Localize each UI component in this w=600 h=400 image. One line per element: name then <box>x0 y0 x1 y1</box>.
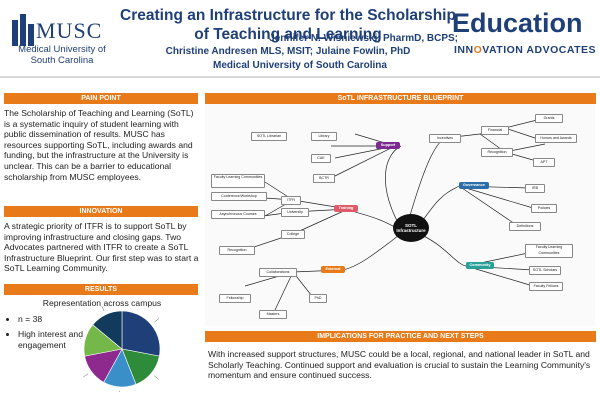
poster-title: Creating an Infrastructure for the Schol… <box>120 7 456 43</box>
blueprint-diagram: SOTL Infrastructure Support Training Ext… <box>205 104 595 326</box>
node-financial: Financial <box>481 126 509 135</box>
node-collaborations: Collaborations <box>259 268 297 277</box>
pain-point-text: The Scholarship of Teaching and Learning… <box>4 108 194 182</box>
implications-text: With increased support structures, MUSC … <box>208 349 591 381</box>
branch-governance: Governance <box>459 182 489 189</box>
pie-slice <box>92 310 123 350</box>
musc-logo-word: MUSC <box>36 18 103 43</box>
node-incentives: Incentives <box>429 134 461 143</box>
node-phd: PhD <box>309 294 327 303</box>
node-university: University <box>281 208 309 217</box>
node-cae: CAE <box>311 154 331 163</box>
results-bullet: High interest and engagement <box>18 329 126 351</box>
branch-training: Training <box>334 205 358 212</box>
education-logo-word: Education <box>452 8 583 38</box>
results-heading: RESULTS <box>4 284 198 295</box>
node-fellowship: Fellowship <box>219 294 251 303</box>
node-definitions: Definitions <box>509 222 541 231</box>
node-masters: Masters <box>259 310 287 319</box>
branch-support: Support <box>376 142 400 149</box>
branch-community: Community <box>466 262 494 269</box>
innovation-text: A strategic priority of ITFR is to suppo… <box>4 221 199 274</box>
pie-leader-line <box>80 337 82 339</box>
node-faculty-learning-communities-left: Faculty Learning Communities <box>211 174 265 188</box>
results-bullet: n = 38 <box>18 314 126 325</box>
pain-point-heading: PAIN POINT <box>4 93 198 104</box>
poster-authors: Jennifer N. Wisniewski, PharmD, BCPS; Ch… <box>165 33 458 57</box>
poster-affiliation: Medical University of South Carolina <box>213 60 387 71</box>
pie-leader-line <box>154 375 160 380</box>
blueprint-heading: SoTL INFRASTRUCTURE BLUEPRINT <box>205 93 596 104</box>
node-itfr: ITFR <box>281 196 301 205</box>
node-conference-workshop: Conference/Workshop <box>211 192 267 201</box>
node-honors-awards: Honors and Awards <box>535 134 577 143</box>
musc-logo-subtitle: Medical University of South Carolina <box>18 44 106 66</box>
node-apt: APT <box>533 158 555 167</box>
node-college: College <box>281 230 305 239</box>
node-irb: IRB <box>525 184 545 193</box>
node-recognition-left: Recognition <box>219 246 255 255</box>
node-asynchronous-courses: Asynchronous Courses <box>211 210 265 219</box>
node-faculty-learning-communities-right: Faculty Learning Communities <box>525 244 573 258</box>
node-sotl-scholars: SOTL Scholars <box>529 266 561 275</box>
implications-heading: IMPLICATIONS FOR PRACTICE AND NEXT STEPS <box>205 331 596 342</box>
node-bctr: BCTR <box>313 174 335 183</box>
results-bullets: n = 38 High interest and engagement <box>0 314 126 351</box>
representation-pie-chart <box>80 306 161 392</box>
pie-slice <box>121 310 161 357</box>
musc-logo-icon <box>12 14 34 46</box>
branch-external: External <box>321 266 345 273</box>
pie-leader-line <box>101 306 105 312</box>
education-logo-subtitle: INNOVATION ADVOCATES <box>454 44 597 56</box>
node-policies: Policies <box>531 204 557 213</box>
header-divider <box>0 76 600 78</box>
results-subtitle: Representation across campus <box>42 298 162 308</box>
node-faculty-fellows: Faculty Fellows <box>529 282 563 291</box>
pie-leader-line <box>83 373 89 378</box>
node-grants: Grants <box>535 114 563 123</box>
node-recognition-top: Recognition <box>481 148 513 157</box>
blueprint-hub: SOTL Infrastructure <box>393 214 429 242</box>
pie-leader-line <box>154 318 160 323</box>
node-library: Library <box>311 132 337 141</box>
innovation-heading: INNOVATION <box>4 206 198 217</box>
node-sotl-librarian: SOTL Librarian <box>251 132 287 141</box>
